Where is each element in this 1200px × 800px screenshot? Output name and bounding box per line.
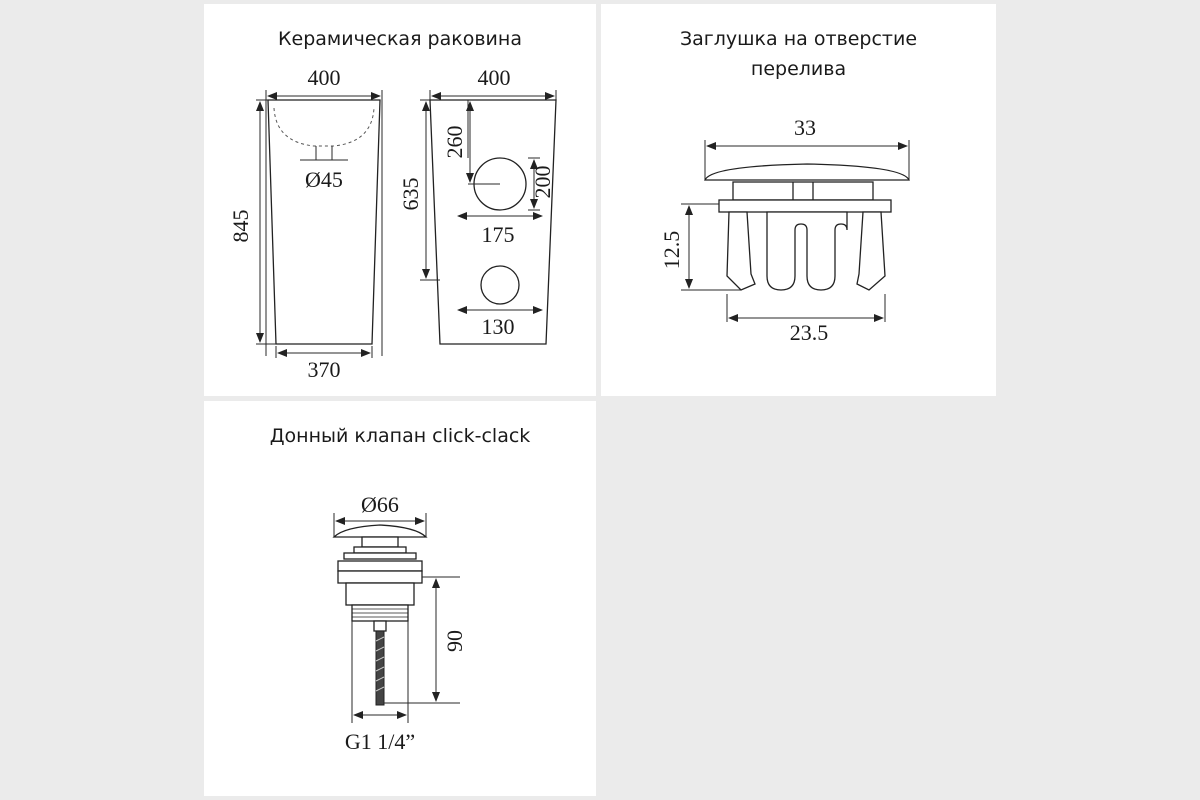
empty-panel <box>601 401 996 796</box>
valve-drawing: Ø66 90 G1 1/4” <box>332 492 467 754</box>
valve-cap <box>332 524 428 538</box>
overflow-cap-drawing: 33 12.5 23.5 <box>659 115 910 345</box>
dim-hole-height: 200 <box>530 166 555 199</box>
dim-bottom-width: 370 <box>308 357 341 382</box>
dim-cap-bottom-width: 23.5 <box>790 320 829 345</box>
sink-back-view <box>420 90 557 345</box>
dim-valve-thread: G1 1/4” <box>345 729 415 754</box>
dim-valve-cap-diameter: Ø66 <box>361 492 399 517</box>
overflow-cap-title-line1: Заглушка на отверстие <box>679 28 918 50</box>
dim-lower-hole: 130 <box>482 314 515 339</box>
dim-height-635: 635 <box>398 178 423 211</box>
lower-hole <box>480 265 520 305</box>
cap-flange <box>718 199 892 213</box>
valve-title: Донный клапан click-clack <box>269 425 531 447</box>
dim-hole-width: 175 <box>482 222 515 247</box>
cap-stem <box>732 181 874 201</box>
valve-panel: Донный клапан click-clack Ø66 <box>204 401 596 796</box>
dim-top-width-back: 400 <box>478 65 511 90</box>
dim-top-width-side: 400 <box>308 65 341 90</box>
sink-side-view <box>256 90 383 358</box>
overflow-cap-title-line2: перелива <box>750 58 847 80</box>
cap-tooth-left <box>726 211 756 291</box>
dim-height-total: 845 <box>228 210 253 243</box>
dim-hole-offset: 260 <box>442 126 467 159</box>
dim-cap-height: 12.5 <box>659 231 684 270</box>
sink-drawing: 400 Ø45 845 370 400 260 200 175 6 <box>228 65 557 382</box>
dim-drain-diameter: Ø45 <box>305 167 343 192</box>
dim-cap-width: 33 <box>794 115 816 140</box>
cap-teeth-middle <box>766 211 848 291</box>
sink-title: Керамическая раковина <box>278 28 522 50</box>
cap-dome <box>704 163 910 181</box>
cap-tooth-right <box>856 211 886 291</box>
overflow-cap-panel: Заглушка на отверстие перелива 33 12.5 2… <box>601 4 996 396</box>
dim-valve-height: 90 <box>442 630 467 652</box>
valve-body <box>345 582 415 606</box>
valve-flange <box>337 560 423 572</box>
valve-rod <box>375 630 385 706</box>
sink-panel: Керамическая раковина 400 Ø45 845 3 <box>204 4 596 396</box>
